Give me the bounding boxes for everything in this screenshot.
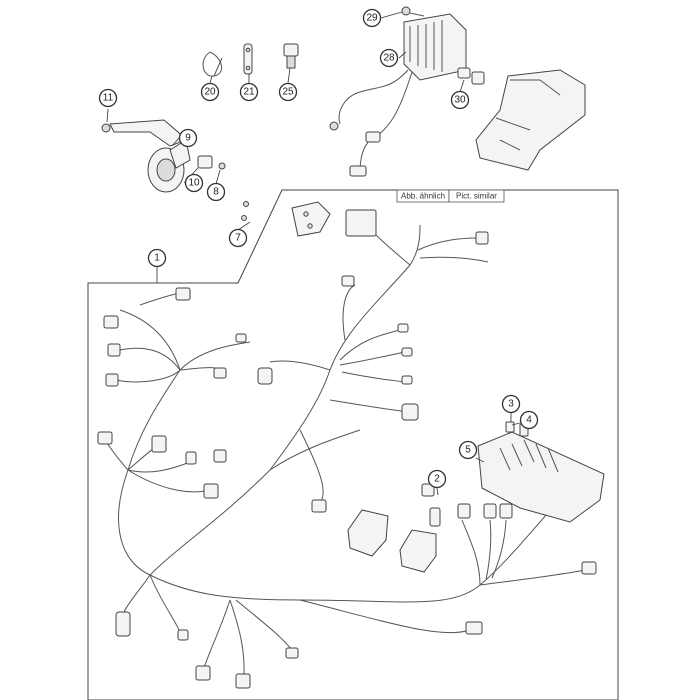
callout-20-label: 20 bbox=[204, 87, 216, 98]
callout-7-label: 7 bbox=[235, 233, 241, 244]
callout-2-label: 2 bbox=[434, 474, 440, 485]
callout-5-label: 5 bbox=[465, 445, 471, 456]
callout-1[interactable]: 1 bbox=[147, 248, 167, 268]
callout-10-label: 10 bbox=[188, 178, 200, 189]
horn-bracket-part-11 bbox=[101, 119, 187, 147]
callout-28-label: 28 bbox=[383, 53, 395, 64]
callout-11[interactable]: 11 bbox=[98, 88, 118, 108]
fuse-plug-part-25 bbox=[283, 43, 299, 69]
callout-3[interactable]: 3 bbox=[501, 394, 521, 414]
voltage-regulator-part-28 bbox=[329, 13, 467, 177]
callout-30[interactable]: 30 bbox=[450, 90, 470, 110]
nut-part-10 bbox=[197, 155, 213, 169]
callout-5[interactable]: 5 bbox=[458, 440, 478, 460]
callout-8[interactable]: 8 bbox=[206, 182, 226, 202]
leader-lines bbox=[106, 11, 521, 496]
fuse-clip-part-3 bbox=[505, 421, 515, 433]
callout-1-label: 1 bbox=[154, 253, 160, 264]
callout-2[interactable]: 2 bbox=[427, 469, 447, 489]
holder-clip-part-21 bbox=[243, 43, 253, 75]
callout-4-label: 4 bbox=[526, 415, 532, 426]
screw-part-29 bbox=[401, 6, 425, 17]
washer-part-8 bbox=[218, 162, 226, 170]
callout-9[interactable]: 9 bbox=[178, 128, 198, 148]
harness-frame bbox=[87, 189, 619, 700]
callout-29-label: 29 bbox=[366, 13, 378, 24]
callout-3-label: 3 bbox=[508, 399, 514, 410]
callout-9-label: 9 bbox=[185, 133, 191, 144]
callout-30-label: 30 bbox=[454, 95, 466, 106]
callout-28[interactable]: 28 bbox=[379, 48, 399, 68]
callout-11-label: 11 bbox=[103, 93, 114, 104]
callout-25-label: 25 bbox=[282, 87, 294, 98]
main-wiring-harness-part-1 bbox=[97, 209, 597, 689]
fuse-box-part-5 bbox=[477, 431, 605, 523]
picture-similar-note: Abb. ähnlich Pict. similar bbox=[396, 189, 505, 203]
connector-holder-part-7 bbox=[241, 201, 331, 237]
callout-20[interactable]: 20 bbox=[200, 82, 220, 102]
callout-25[interactable]: 25 bbox=[278, 82, 298, 102]
callout-29[interactable]: 29 bbox=[362, 8, 382, 28]
callout-21[interactable]: 21 bbox=[239, 82, 259, 102]
mounting-bracket-part-30 bbox=[457, 67, 586, 171]
callout-10[interactable]: 10 bbox=[184, 173, 204, 193]
horn-part-9 bbox=[147, 139, 191, 193]
callout-4[interactable]: 4 bbox=[519, 410, 539, 430]
fuse-part-2 bbox=[421, 483, 441, 527]
callout-7[interactable]: 7 bbox=[228, 228, 248, 248]
cable-tie-part-20 bbox=[202, 51, 223, 77]
note-english: Pict. similar bbox=[456, 192, 497, 201]
note-german: Abb. ähnlich bbox=[401, 192, 445, 201]
callout-8-label: 8 bbox=[213, 187, 219, 198]
callout-21-label: 21 bbox=[243, 87, 255, 98]
